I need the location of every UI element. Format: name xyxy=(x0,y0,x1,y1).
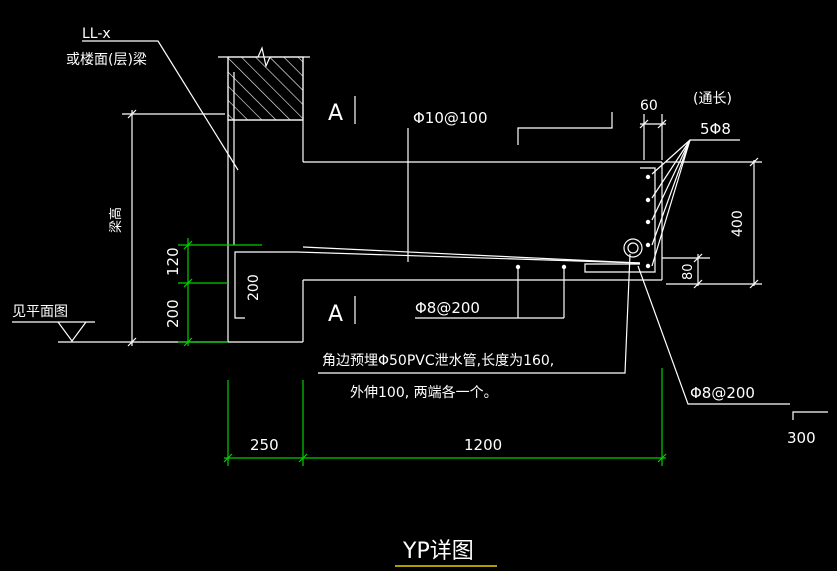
dim-250-text: 250 xyxy=(250,436,279,454)
beam-note-label: 或楼面(层)梁 xyxy=(66,52,147,68)
dim-1200-text: 1200 xyxy=(464,436,502,454)
concrete-outline xyxy=(218,46,663,343)
dim-400 xyxy=(662,157,762,289)
hatched-beam xyxy=(227,56,304,121)
beam-height-label: 梁高 xyxy=(108,207,124,233)
dim-80-text: 80 xyxy=(681,263,696,280)
leader-lines xyxy=(82,40,828,420)
rebar-edge-label: Φ8@200 xyxy=(690,384,755,402)
green-dimensions xyxy=(178,238,667,466)
dim-60-text: 60 xyxy=(640,98,658,114)
pipe-note-line-1: 角边预埋Φ50PVC泄水管,长度为160, xyxy=(322,353,554,369)
dim-120-text: 120 xyxy=(164,247,182,276)
dim-300-text: 300 xyxy=(787,429,816,447)
see-plan-label: 见平面图 xyxy=(12,304,68,320)
pipe-note-line-2: 外伸100, 两端各一个。 xyxy=(350,385,498,401)
dim-60 xyxy=(639,114,667,160)
beam-code-label: LL-x xyxy=(82,26,111,42)
rebar-bottom-label: Φ8@200 xyxy=(415,299,480,317)
section-a-bottom: A xyxy=(328,302,343,327)
rebar-top-label: Φ10@100 xyxy=(413,109,488,127)
pvc-pipe xyxy=(623,238,643,258)
section-a-top: A xyxy=(328,101,343,126)
dim-beam-height xyxy=(58,109,228,347)
dim-200-inner-text: 200 xyxy=(246,274,262,301)
drawing-title: YP详图 xyxy=(402,539,474,564)
dim-400-text: 400 xyxy=(730,210,746,237)
rebar-long-label: 5Φ8 xyxy=(700,120,731,138)
dim-200-left-text: 200 xyxy=(164,299,182,328)
level-symbol xyxy=(12,321,95,343)
through-note: (通长) xyxy=(693,91,732,107)
rebar-lines xyxy=(233,72,656,319)
